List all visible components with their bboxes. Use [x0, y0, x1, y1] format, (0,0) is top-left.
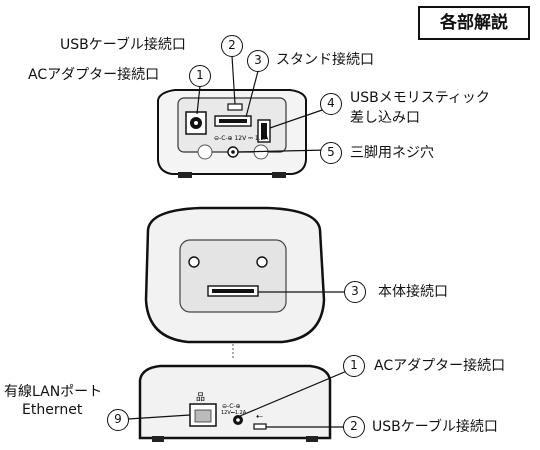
callout-4: 4	[320, 93, 342, 115]
label-usb-cable-port-stand: USBケーブル接続口	[372, 419, 498, 435]
callout-3-mid: 3	[344, 281, 366, 303]
stand-view: 品 ⊖-C-⊕ 12V⎓1.2A ⇠	[138, 364, 332, 442]
callout-1-top: 1	[189, 65, 211, 87]
label-stand-port: スタンド接続口	[276, 52, 374, 68]
svg-text:⊖-C-⊕: ⊖-C-⊕	[222, 403, 241, 410]
callout-9: 9	[107, 409, 129, 431]
callout-2-stand: 2	[343, 416, 365, 438]
label-ac-adapter-port-stand: ACアダプター接続口	[374, 358, 506, 374]
label-usb-cable-port-top: USBケーブル接続口	[60, 37, 186, 53]
label-body-port: 本体接続口	[378, 284, 448, 300]
usb-cable-jack-top	[227, 103, 243, 111]
label-ac-adapter-port-top: ACアダプター接続口	[28, 67, 160, 83]
leader-lines	[127, 55, 355, 428]
label-lan-port-1: 有線LANポート	[4, 384, 103, 400]
label-tripod-screw-hole: 三脚用ネジ穴	[350, 145, 434, 161]
page-title: 各部解説	[418, 6, 530, 40]
usb-cable-jack-stand	[253, 423, 267, 430]
device-back-view: ⊖-C-⊕ 12V ⎓ 1.2A	[157, 89, 307, 178]
device-main-view	[144, 206, 326, 360]
svg-text:⊖-C-⊕ 12V ⎓ 1.2A: ⊖-C-⊕ 12V ⎓ 1.2A	[214, 135, 269, 142]
svg-text:⇠: ⇠	[256, 412, 263, 421]
callout-3-top: 3	[247, 50, 269, 72]
svg-text:12V⎓1.2A: 12V⎓1.2A	[221, 410, 247, 416]
svg-text:品: 品	[196, 392, 205, 403]
callout-5: 5	[320, 142, 342, 164]
label-usb-memory-port-1: USBメモリスティック	[350, 90, 490, 106]
callout-1-stand: 1	[343, 355, 365, 377]
label-lan-port-2: Ethernet	[22, 402, 83, 418]
label-usb-memory-port-2: 差し込み口	[350, 110, 420, 126]
callout-2-top: 2	[221, 35, 243, 57]
